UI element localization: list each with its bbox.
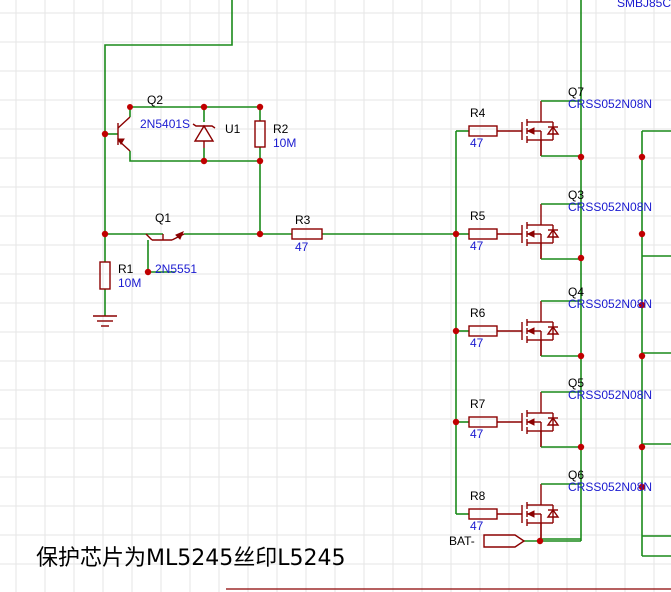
mosfet-q3[interactable] (521, 204, 560, 259)
resistor-r4[interactable] (468, 125, 498, 137)
junction-dots (101, 103, 646, 545)
label-r2-designator: R2 (273, 122, 289, 136)
label-q4-value: CRSS052N08N (568, 297, 652, 311)
label-q2-designator: Q2 (147, 93, 163, 107)
mosfet-q6[interactable] (521, 484, 560, 539)
label-q1-value: 2N5551 (155, 262, 197, 276)
label-r7-designator: R7 (470, 397, 486, 411)
label-q6-value: CRSS052N08N (568, 480, 652, 494)
label-top-partial: SMBJ85C (617, 0, 671, 10)
resistor-r6[interactable] (468, 325, 498, 337)
label-q2-value: 2N5401S (140, 117, 190, 131)
transistor-q2[interactable] (117, 104, 133, 152)
wire-top-feed (104, 0, 233, 234)
resistor-r2[interactable] (254, 120, 266, 148)
label-r3-value: 47 (295, 240, 309, 254)
label-r2-value: 10M (273, 136, 296, 150)
resistor-r8[interactable] (468, 508, 498, 520)
mosfet-labels: R447Q7CRSS052N08NR547Q3CRSS052N08NR647Q4… (470, 85, 652, 533)
label-r4-designator: R4 (470, 106, 486, 120)
label-u1-designator: U1 (225, 122, 241, 136)
label-net-bat: BAT- (449, 534, 475, 548)
label-q1-designator: Q1 (155, 211, 171, 225)
mosfet-q4[interactable] (521, 301, 560, 356)
label-r6-value: 47 (470, 336, 484, 350)
label-q7-designator: Q7 (568, 85, 584, 99)
net-flag-bat[interactable]: BAT- (449, 534, 526, 548)
annotation-note: 保护芯片为ML5245丝印L5245 (36, 546, 345, 571)
wire-q2-top-rail (129, 106, 261, 121)
label-r7-value: 47 (470, 427, 484, 441)
label-r6-designator: R6 (470, 306, 486, 320)
label-r5-value: 47 (470, 239, 484, 253)
transistor-q1[interactable] (145, 231, 185, 241)
label-r3-designator: R3 (295, 213, 311, 227)
labels: Q2 2N5401S U1 R2 10M Q1 2N5551 R1 10M R3… (118, 0, 671, 290)
mosfet-q7[interactable] (521, 101, 560, 156)
mosfet-group (468, 100, 671, 540)
wire-q2-bottom-rail (129, 151, 260, 162)
label-q3-designator: Q3 (568, 188, 584, 202)
label-r1-designator: R1 (118, 262, 134, 276)
label-q6-designator: Q6 (568, 468, 584, 482)
mosfet-q5[interactable] (521, 392, 560, 447)
label-r5-designator: R5 (470, 209, 486, 223)
diode-u1[interactable] (192, 123, 216, 148)
resistor-r3[interactable] (291, 228, 323, 240)
label-q5-designator: Q5 (568, 376, 584, 390)
resistor-r5[interactable] (468, 228, 498, 240)
label-r8-designator: R8 (470, 489, 486, 503)
label-q7-value: CRSS052N08N (568, 97, 652, 111)
label-q5-value: CRSS052N08N (568, 388, 652, 402)
label-q4-designator: Q4 (568, 285, 584, 299)
label-r8-value: 47 (470, 519, 484, 533)
label-q3-value: CRSS052N08N (568, 200, 652, 214)
label-r1-value: 10M (118, 276, 141, 290)
resistor-r1[interactable] (99, 261, 111, 290)
ground-icon (93, 315, 117, 327)
label-r4-value: 47 (470, 136, 484, 150)
